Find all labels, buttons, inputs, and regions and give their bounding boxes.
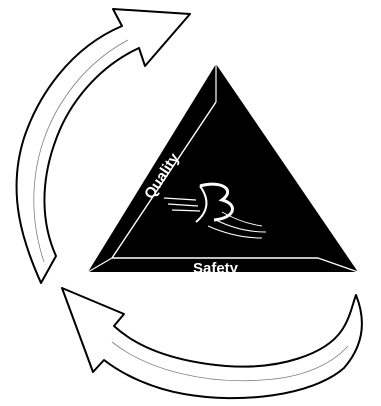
triangle-body bbox=[88, 64, 358, 272]
cycle-arrow-lower bbox=[62, 288, 362, 398]
cycle-arrow-lower-outline bbox=[62, 288, 362, 398]
safety-label: Safety bbox=[193, 260, 239, 277]
central-triangle: Quality Safety bbox=[88, 64, 358, 277]
